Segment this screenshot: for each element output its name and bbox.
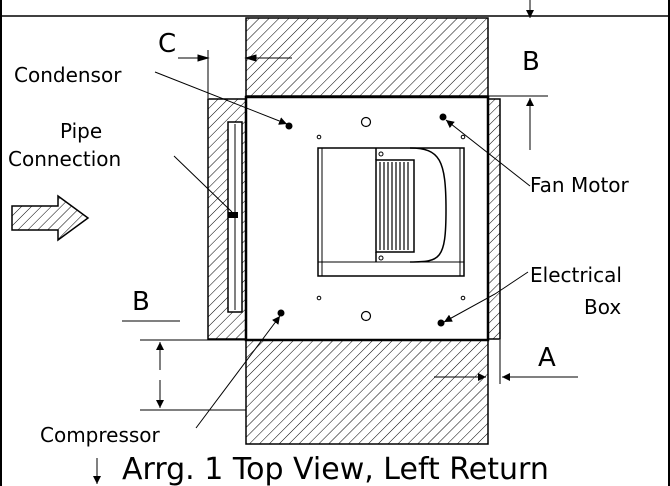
dimension-label-b-left: B	[132, 287, 150, 317]
airflow-arrow-icon	[11, 194, 90, 242]
dimension-c	[178, 50, 292, 98]
fan-assembly	[317, 147, 465, 277]
dimension-label-b-top: B	[522, 47, 540, 77]
top-clearance-zone	[245, 17, 489, 97]
bottom-clearance-zone	[245, 339, 489, 445]
diagram-caption: Arrg. 1 Top View, Left Return	[122, 452, 549, 486]
unit-details	[277, 113, 466, 327]
dimension-a	[434, 340, 578, 384]
label-fan-motor: Fan Motor	[530, 173, 630, 197]
label-pipe-line1: Pipe	[60, 119, 102, 143]
label-pipe-line2: Connection	[8, 147, 121, 171]
right-clearance-zone	[487, 98, 501, 340]
dimension-label-c: C	[158, 29, 176, 59]
label-compressor: Compressor	[40, 423, 161, 447]
leader-lines	[154, 71, 531, 429]
label-condensor: Condensor	[14, 63, 122, 87]
label-electrical-line2: Box	[584, 295, 621, 319]
dimension-b-top	[488, 0, 548, 150]
dimension-label-a: A	[538, 343, 556, 373]
dimension-b-left	[122, 320, 246, 411]
label-electrical-line1: Electrical	[530, 263, 622, 287]
